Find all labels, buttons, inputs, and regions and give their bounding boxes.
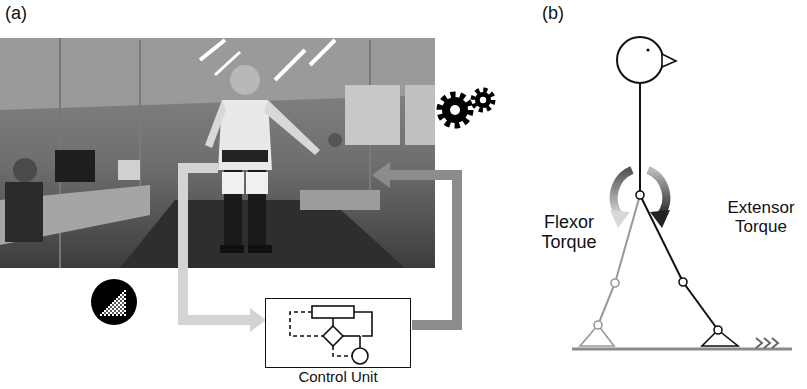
sensor-icon bbox=[91, 279, 137, 325]
node-heading: Control Unit bbox=[265, 368, 411, 385]
sensor-arrow bbox=[183, 168, 266, 332]
lab-photo bbox=[0, 38, 435, 268]
panel-label: (a) bbox=[5, 3, 27, 23]
flowchart-icon bbox=[290, 306, 372, 364]
control-unit: Control Unit bbox=[265, 298, 411, 385]
panel-label: (b) bbox=[542, 3, 564, 23]
walker-figure bbox=[572, 37, 792, 349]
control-box bbox=[265, 298, 411, 368]
gears-icon bbox=[440, 90, 493, 125]
actuator-arrow bbox=[372, 162, 457, 325]
torque-label: Extensor Torque bbox=[722, 198, 800, 236]
torque-label: Flexor Torque bbox=[536, 212, 602, 252]
